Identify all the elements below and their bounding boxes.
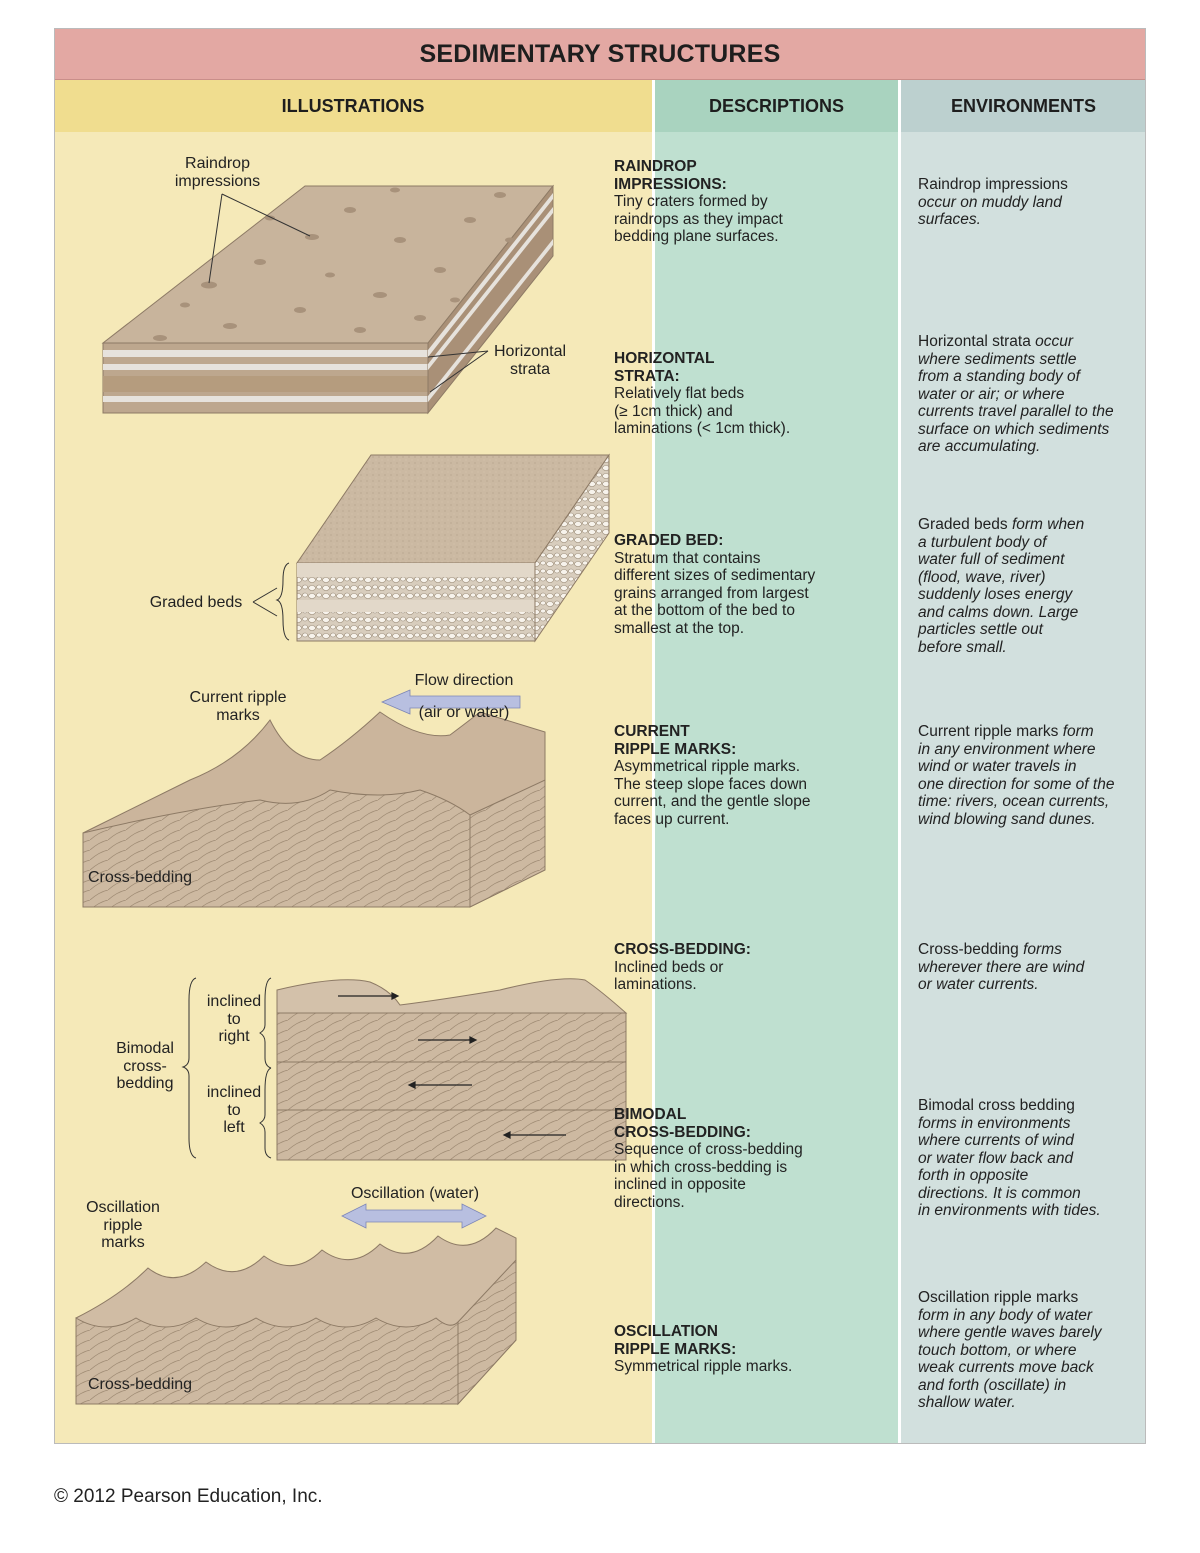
environments-column xyxy=(898,132,1146,1444)
env-lead-raindrop: Raindrop impressions xyxy=(918,176,1068,193)
label-graded-beds: Graded beds xyxy=(149,594,243,611)
definition-oscillation: Symmetrical ripple marks. xyxy=(614,1358,793,1375)
raindrop-block xyxy=(101,184,555,415)
term-oscillation: OSCILLATION RIPPLE MARKS: xyxy=(614,1323,737,1358)
graded-beds-block xyxy=(252,453,610,643)
env-raindrop: Raindrop impressions occur on muddy land… xyxy=(918,176,1144,229)
label-oscillation-water: Oscillation (water) xyxy=(350,1185,480,1202)
term-cross-bedding: CROSS-BEDDING: xyxy=(614,941,751,958)
desc-cross-bedding: CROSS-BEDDING: Inclined beds or laminati… xyxy=(614,941,838,994)
column-header-descriptions: DESCRIPTIONS xyxy=(652,80,898,132)
desc-current-ripple: CURRENT RIPPLE MARKS: Asymmetrical rippl… xyxy=(614,723,838,828)
term-horizontal: HORIZONTAL STRATA: xyxy=(614,350,715,385)
term-graded: GRADED BED: xyxy=(614,532,724,549)
label-air-or-water: (air or water) xyxy=(418,704,510,721)
term-bimodal: BIMODAL CROSS-BEDDING: xyxy=(614,1106,751,1141)
env-text-raindrop: occur on muddy land surfaces. xyxy=(918,193,1062,229)
desc-raindrop: RAINDROP IMPRESSIONS: Tiny craters forme… xyxy=(614,158,838,246)
desc-horizontal: HORIZONTAL STRATA: Relatively flat beds … xyxy=(614,350,838,438)
label-oscillation-ripple-marks: Oscillation ripple marks xyxy=(86,1199,160,1251)
env-lead-oscillation: Oscillation ripple marks xyxy=(918,1289,1079,1306)
env-text-graded: form when a turbulent body of water full… xyxy=(918,516,1085,656)
env-graded: Graded beds form when a turbulent body o… xyxy=(918,516,1144,656)
label-raindrop-impressions: Raindrop impressions xyxy=(174,155,261,190)
label-bimodal-cross-bedding: Bimodal cross- bedding xyxy=(116,1040,174,1092)
desc-graded: GRADED BED: Stratum that contains differ… xyxy=(614,532,838,637)
bimodal-block xyxy=(181,977,628,1161)
column-header-environments: ENVIRONMENTS xyxy=(898,80,1146,132)
label-cross-bedding-oscillation: Cross-bedding xyxy=(88,1376,193,1393)
definition-graded: Stratum that contains different sizes of… xyxy=(614,549,816,637)
env-lead-horizontal: Horizontal strata xyxy=(918,333,1031,350)
env-horizontal: Horizontal strata occur where sediments … xyxy=(918,333,1144,456)
env-cross-bedding: Cross-bedding forms wherever there are w… xyxy=(918,941,1144,994)
desc-oscillation: OSCILLATION RIPPLE MARKS: Symmetrical ri… xyxy=(614,1323,838,1376)
env-text-oscillation: form in any body of water where gentle w… xyxy=(918,1306,1102,1412)
env-lead-current-ripple: Current ripple marks xyxy=(918,723,1059,740)
label-inclined-to-right: inclined to right xyxy=(206,993,262,1045)
label-current-ripple-marks: Current ripple marks xyxy=(189,689,287,724)
env-text-horizontal: occur where sediments settle from a stan… xyxy=(918,333,1114,455)
env-text-bimodal: forms in environments where currents of … xyxy=(918,1114,1101,1220)
copyright: © 2012 Pearson Education, Inc. xyxy=(54,1486,323,1507)
env-bimodal: Bimodal cross bedding forms in environme… xyxy=(918,1097,1144,1220)
page-title: SEDIMENTARY STRUCTURES xyxy=(54,28,1146,80)
oscillation-ripple-block xyxy=(75,1203,517,1406)
current-ripple-block xyxy=(82,689,546,908)
term-current-ripple: CURRENT RIPPLE MARKS: xyxy=(614,723,737,758)
label-horizontal-strata: Horizontal strata xyxy=(493,343,567,378)
definition-horizontal: Relatively flat beds (≥ 1cm thick) and l… xyxy=(614,385,791,437)
env-lead-graded: Graded beds xyxy=(918,516,1008,533)
label-cross-bedding-current: Cross-bedding xyxy=(88,869,193,886)
env-current-ripple: Current ripple marks form in any environ… xyxy=(918,723,1144,828)
label-flow-direction: Flow direction xyxy=(414,672,514,689)
env-text-cross-bedding: forms wherever there are wind or water c… xyxy=(918,941,1085,993)
term-raindrop: RAINDROP IMPRESSIONS: xyxy=(614,158,727,193)
label-inclined-to-left: inclined to left xyxy=(206,1084,262,1136)
definition-cross-bedding: Inclined beds or laminations. xyxy=(614,958,724,994)
env-oscillation: Oscillation ripple marks form in any bod… xyxy=(918,1289,1144,1412)
env-lead-bimodal: Bimodal cross bedding xyxy=(918,1097,1075,1114)
definition-raindrop: Tiny craters formed by raindrops as they… xyxy=(614,193,783,245)
column-header-illustrations: ILLUSTRATIONS xyxy=(54,80,652,132)
descriptions-column xyxy=(652,132,898,1444)
env-text-current-ripple: form in any environment where wind or wa… xyxy=(918,723,1115,828)
env-lead-cross-bedding: Cross-bedding xyxy=(918,941,1019,958)
definition-current-ripple: Asymmetrical ripple marks. The steep slo… xyxy=(614,758,811,828)
desc-bimodal: BIMODAL CROSS-BEDDING: Sequence of cross… xyxy=(614,1106,838,1211)
definition-bimodal: Sequence of cross-bedding in which cross… xyxy=(614,1141,803,1211)
